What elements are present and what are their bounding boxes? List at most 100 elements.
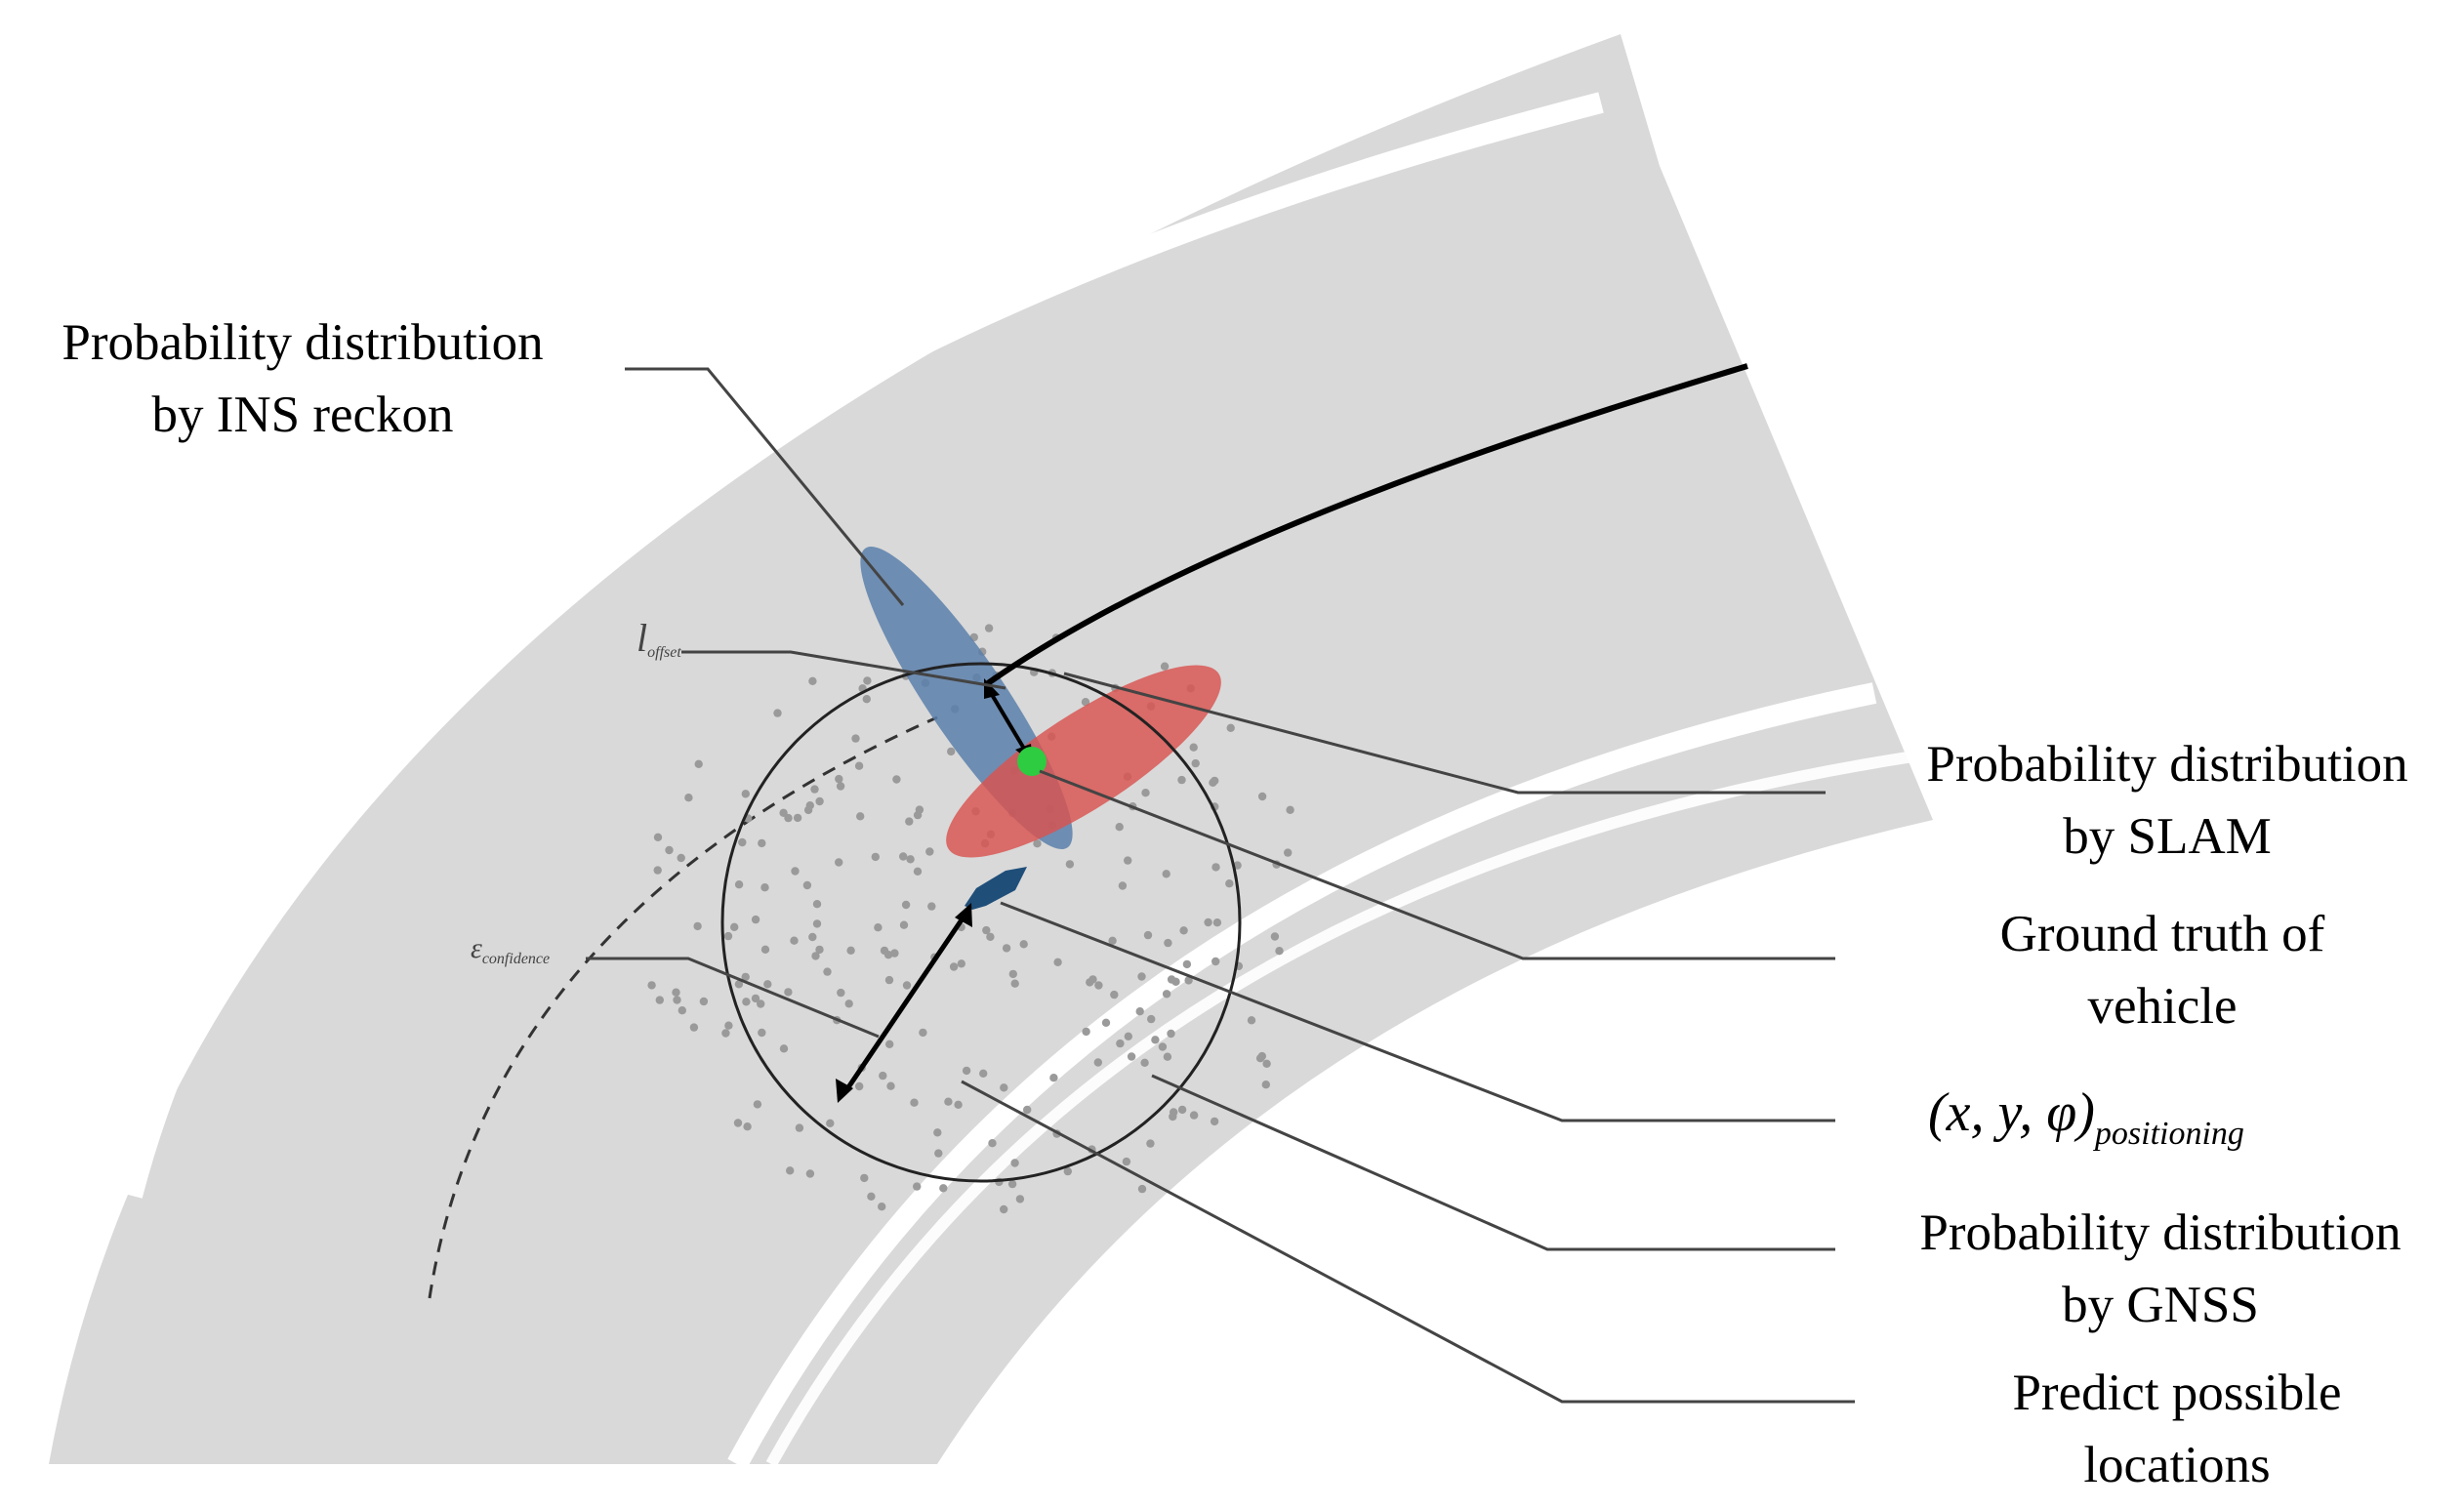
gnss-point	[1226, 723, 1235, 732]
gnss-point	[1158, 1042, 1168, 1051]
vehicle-arrow	[965, 867, 1027, 910]
gnss-point	[979, 1069, 988, 1079]
label-predict-line2: locations	[2083, 1437, 2271, 1493]
gnss-point	[721, 1029, 730, 1038]
gnss-point	[879, 1071, 887, 1081]
gnss-point	[808, 676, 817, 685]
symbol-offset-subscript: offset	[647, 644, 681, 661]
gnss-point	[1143, 930, 1153, 940]
label-slam-distribution: Probability distribution by SLAM	[1879, 728, 2455, 873]
lane-marking-outer	[121, 92, 1604, 1199]
gnss-point	[1211, 957, 1220, 966]
gnss-point	[665, 845, 674, 855]
gnss-point	[902, 981, 912, 990]
gnss-point	[1010, 1159, 1019, 1167]
label-gnss-line2: by GNSS	[2062, 1277, 2259, 1333]
gnss-point	[1210, 1117, 1219, 1126]
gnss-point	[1140, 1058, 1149, 1068]
gnss-point	[741, 972, 750, 982]
gnss-point	[1137, 1184, 1147, 1194]
gnss-point	[1164, 938, 1172, 948]
symbol-confidence-base: ε	[471, 932, 482, 964]
gnss-point	[1049, 1074, 1058, 1082]
gnss-point	[1177, 775, 1186, 785]
gnss-point	[892, 775, 901, 784]
gnss-point	[890, 949, 899, 958]
gnss-point	[862, 695, 871, 704]
gnss-point	[1286, 805, 1294, 814]
gnss-point	[1189, 1111, 1199, 1120]
gnss-point	[899, 852, 908, 861]
gnss-point	[1000, 1083, 1008, 1092]
gnss-point	[1093, 1058, 1103, 1067]
gnss-point	[1007, 1179, 1017, 1189]
label-predict-line1: Predict possible	[2012, 1365, 2342, 1421]
gnss-point	[835, 858, 843, 867]
label-ground-truth-line2: vehicle	[2087, 978, 2238, 1035]
leader-positioning	[1000, 901, 1835, 1122]
gnss-point	[1233, 861, 1242, 870]
gnss-point	[988, 1139, 997, 1148]
gnss-point	[1141, 789, 1150, 797]
gnss-point	[1179, 926, 1188, 935]
lane-marking-inner	[727, 682, 1877, 1470]
gnss-point	[1065, 860, 1075, 869]
gnss-point	[677, 853, 685, 863]
slam-distribution-ellipse	[946, 665, 1221, 858]
gnss-point	[1082, 1027, 1090, 1037]
gnss-point	[837, 988, 845, 998]
gnss-point	[1002, 944, 1011, 953]
gnss-point	[1162, 990, 1171, 999]
gnss-point	[957, 959, 965, 968]
gnss-point	[884, 975, 894, 985]
positioning-subscript: positioning	[2094, 1116, 2244, 1152]
leader-ins	[625, 367, 905, 606]
gnss-point	[949, 962, 959, 971]
gnss-point	[999, 1204, 1008, 1214]
gnss-point	[1108, 936, 1117, 945]
gnss-point	[791, 867, 800, 876]
gnss-point	[860, 1173, 869, 1183]
label-slam-line1: Probability distribution	[1926, 736, 2408, 793]
gnss-point	[795, 1123, 804, 1132]
gnss-point	[1162, 870, 1170, 878]
gnss-point	[779, 1044, 789, 1053]
label-ins-line1: Probability distribution	[62, 314, 544, 371]
label-ground-truth: Ground truth of vehicle	[1889, 898, 2436, 1042]
symbol-confidence: εconfidence	[471, 932, 550, 968]
gnss-point	[823, 967, 832, 976]
gnss-point	[1088, 975, 1097, 984]
label-gnss-line1: Probability distribution	[1919, 1204, 2402, 1261]
gnss-point	[1225, 879, 1234, 888]
gnss-point	[863, 676, 872, 685]
gnss-point	[734, 980, 744, 989]
gnss-point	[846, 946, 855, 955]
gnss-point	[982, 925, 991, 935]
gnss-point	[1008, 969, 1018, 979]
leader-predict	[961, 1080, 1855, 1404]
gnss-point	[694, 759, 703, 768]
gnss-point	[1015, 1195, 1025, 1203]
leader-offset	[681, 650, 1006, 690]
gnss-point	[1182, 959, 1192, 969]
gnss-point	[1160, 662, 1170, 671]
gnss-point	[803, 805, 813, 815]
gnss-point	[1284, 848, 1293, 857]
gnss-point	[1010, 979, 1019, 988]
gnss-point	[779, 808, 788, 817]
gnss-point	[934, 1149, 943, 1158]
gnss-point	[673, 996, 681, 1004]
gnss-point	[1163, 1052, 1172, 1061]
gnss-point	[653, 833, 663, 841]
gnss-point	[1257, 792, 1267, 801]
label-ground-truth-line1: Ground truth of	[1999, 906, 2325, 962]
gnss-point	[851, 734, 860, 743]
gnss-point	[947, 747, 956, 756]
gnss-point	[684, 794, 693, 802]
gnss-point	[1184, 976, 1193, 985]
gnss-point	[913, 867, 923, 876]
gnss-point	[899, 920, 909, 929]
gnss-point	[1101, 1018, 1111, 1028]
gnss-point	[1270, 932, 1280, 941]
